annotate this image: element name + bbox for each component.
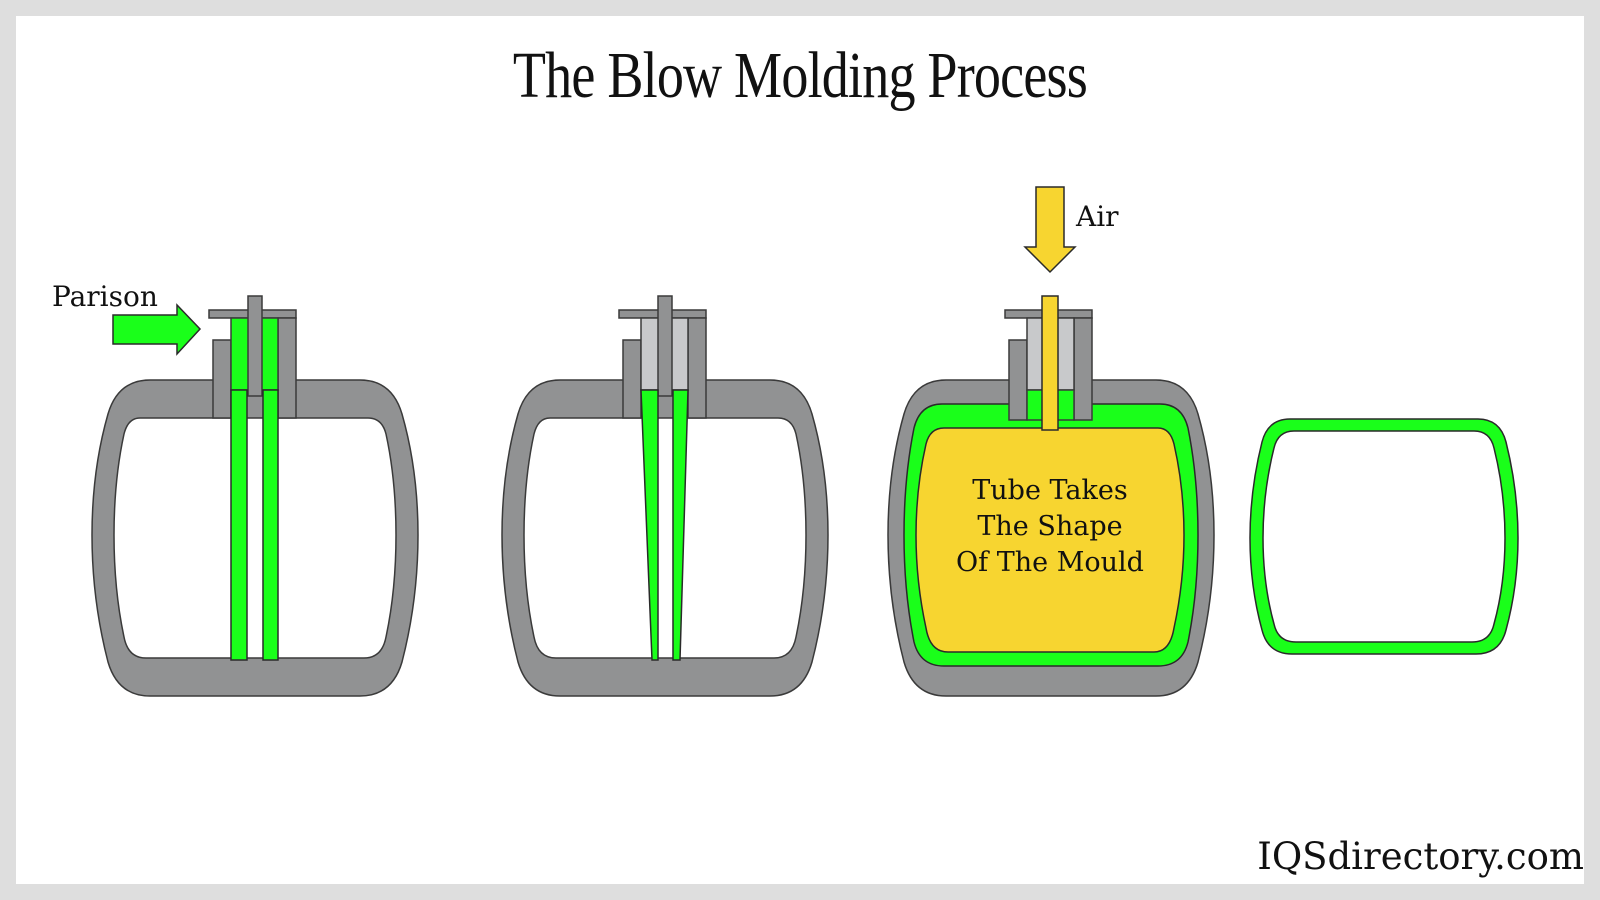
- air-arrow-icon: [1023, 186, 1077, 274]
- air-tube: [1041, 295, 1059, 431]
- stage-1-parison-extrusion: Parison: [52, 280, 419, 697]
- mould-caption-line-3: Of The Mould: [956, 547, 1144, 578]
- mould-caption-line-1: Tube Takes: [972, 475, 1127, 506]
- page-title: The Blow Molding Process: [512, 39, 1088, 112]
- mould-stage-1: [91, 379, 419, 697]
- die-head-stage-1: [208, 295, 297, 419]
- parison-tube-stage-1: [230, 389, 279, 661]
- watermark: IQSdirectory.com: [1257, 835, 1584, 878]
- air-filled-cavity: [915, 427, 1185, 653]
- finished-container-interior: [1262, 430, 1506, 643]
- stage-3-air-blowing: Air Tube Takes The Shape Of The Mould: [887, 186, 1215, 697]
- mould-stage-2: [501, 379, 829, 697]
- air-label: Air: [1075, 200, 1119, 233]
- mould-caption-line-2: The Shape: [977, 511, 1122, 542]
- die-head-stage-2: [618, 295, 707, 419]
- mould-caption: Tube Takes The Shape Of The Mould: [956, 475, 1144, 578]
- parison-tube-stage-2: [640, 389, 689, 661]
- stage-4-finished-product: [1249, 418, 1519, 655]
- parison-arrow-icon: [112, 303, 202, 356]
- parison-label: Parison: [52, 280, 158, 313]
- stage-2-mould-closed: [501, 295, 829, 697]
